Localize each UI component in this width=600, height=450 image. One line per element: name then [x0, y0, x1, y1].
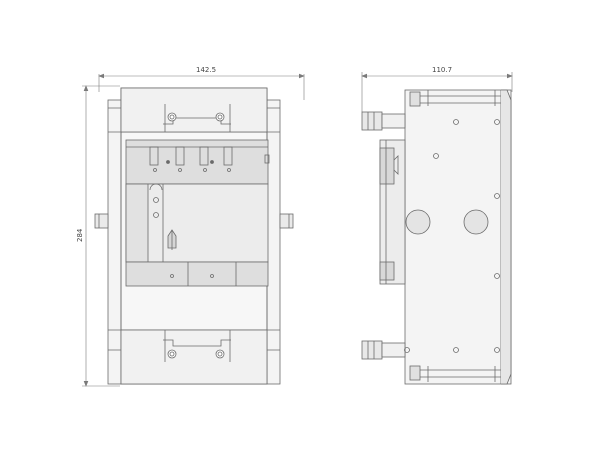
right-mounting-pin [279, 213, 294, 229]
top-terminal-stud [361, 111, 406, 131]
bottom-terminal-stud [361, 340, 406, 360]
height-dimension-label: 284 [76, 228, 84, 242]
front-view: 142.5 284 [76, 66, 305, 387]
bottom-screw-right [215, 349, 225, 359]
top-screw-right [215, 112, 225, 122]
top-terminal-block [120, 87, 268, 133]
bottom-terminal-block [120, 329, 268, 385]
side-port-right [463, 209, 489, 235]
left-mounting-pin [94, 213, 109, 229]
width-dimension-label: 142.5 [196, 66, 216, 74]
height-dimension [82, 85, 120, 387]
side-body [404, 89, 512, 385]
breaker-window [125, 183, 269, 263]
din-rail-clip [379, 139, 406, 285]
bottom-screw-left [167, 349, 177, 359]
width-dimension [98, 73, 305, 100]
top-screw-left [167, 112, 177, 122]
depth-dimension-label: 110.7 [432, 66, 452, 74]
side-view: 110.7 [361, 66, 513, 385]
depth-dimension [361, 72, 513, 112]
lower-contact-panel [125, 261, 269, 287]
side-port-left [405, 209, 431, 235]
